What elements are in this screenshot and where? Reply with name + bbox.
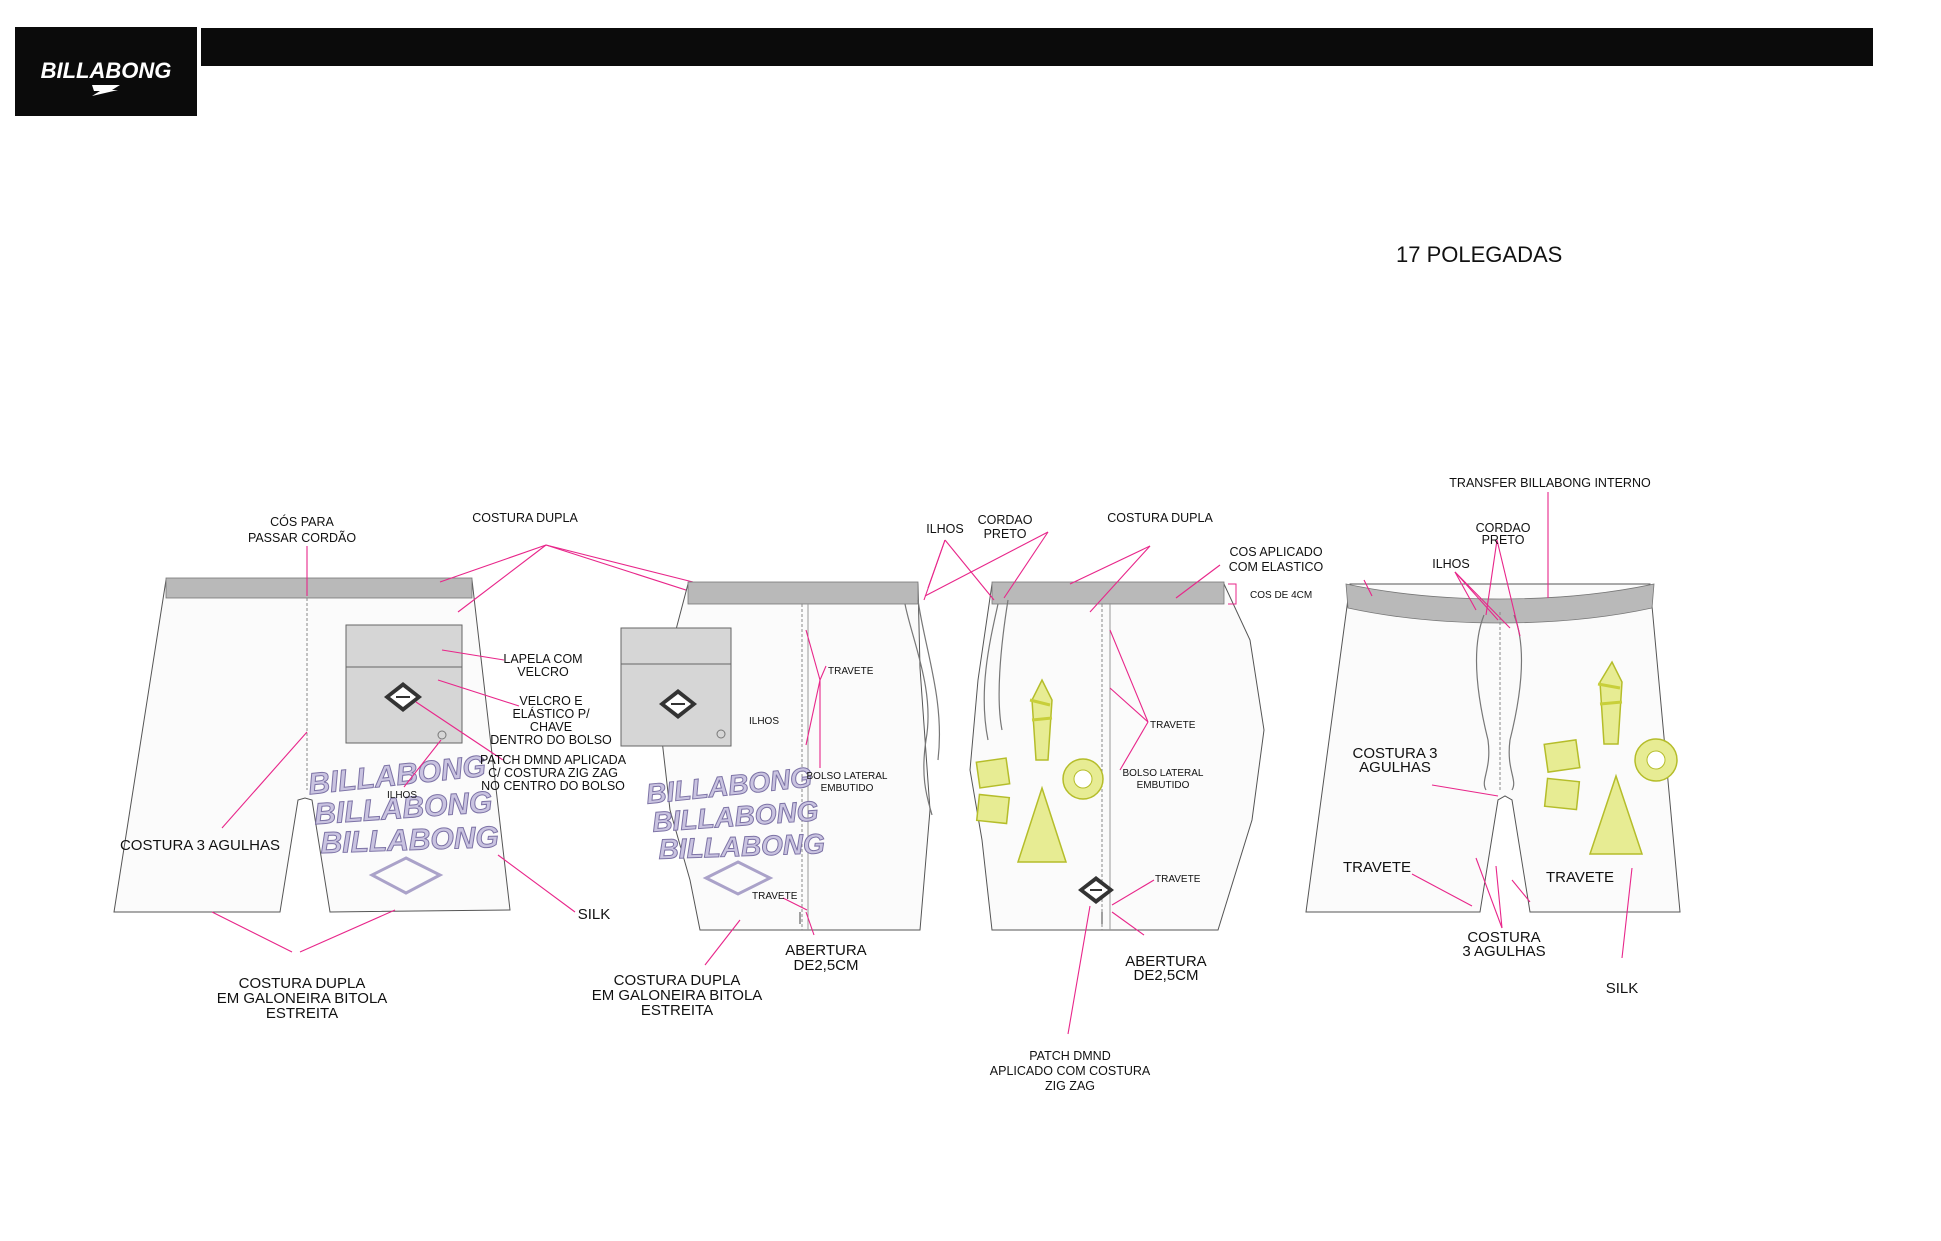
- label-patch-side-1: PATCH DMND: [1029, 1049, 1110, 1063]
- label-cordao-back-2: PRETO: [1482, 533, 1525, 547]
- svg-text:BILLABONG: BILLABONG: [658, 828, 825, 865]
- label-silk-front: SILK: [578, 906, 611, 923]
- label-ilhos-top: ILHOS: [926, 522, 964, 536]
- label-abertura-left-1: ABERTURA: [785, 942, 866, 959]
- label-cos-1: CÓS PARA: [270, 514, 334, 529]
- dmnd-patch-icon: [1078, 876, 1114, 904]
- side-view-right: [969, 581, 1265, 931]
- side-pocket: [620, 627, 732, 747]
- label-transfer: TRANSFER BILLABONG INTERNO: [1449, 476, 1651, 490]
- back-transfer-print: [1543, 660, 1678, 855]
- side-view-left: BILLABONG BILLABONG BILLABONG: [620, 581, 941, 931]
- label-costura3-back-1: COSTURA 3: [1352, 745, 1437, 762]
- label-patch-side-3: ZIG ZAG: [1045, 1079, 1095, 1093]
- side-transfer-print: [975, 678, 1104, 863]
- label-patch-front-1: PATCH DMND APLICADA: [480, 753, 627, 767]
- label-ilhos-front: ILHOS: [387, 790, 417, 801]
- label-costura-3-agulhas-front: COSTURA 3 AGULHAS: [120, 837, 280, 854]
- label-hem-front-3: ESTREITA: [266, 1005, 338, 1022]
- label-bolso-right-1: BOLSO LATERAL: [1123, 768, 1204, 779]
- label-cordao-2: PRETO: [984, 527, 1027, 541]
- label-travete-side-right: TRAVETE: [1150, 720, 1196, 731]
- label-patch-front-2: C/ COSTURA ZIG ZAG: [488, 766, 618, 780]
- front-labels: CÓS PARA PASSAR CORDÃO COSTURA DUPLA LAP…: [120, 511, 627, 1022]
- brand-wordmark: BILLABONG: [41, 58, 172, 83]
- label-velcro-4: DENTRO DO BOLSO: [490, 733, 612, 747]
- label-hem-side-2: EM GALONEIRA BITOLA: [592, 987, 763, 1004]
- side-right-labels: ILHOS CORDAO PRETO COSTURA DUPLA COS APL…: [926, 511, 1323, 1093]
- label-travete-bottom-left: TRAVETE: [752, 891, 798, 902]
- back-leaders: [1363, 492, 1633, 959]
- label-hem-side-3: ESTREITA: [641, 1002, 713, 1019]
- label-velcro-3: CHAVE: [530, 720, 572, 734]
- side-right-leaders: [923, 531, 1221, 1035]
- side-silk-print: BILLABONG BILLABONG BILLABONG: [644, 761, 826, 896]
- label-patch-front-3: NO CENTRO DO BOLSO: [481, 779, 625, 793]
- dmnd-patch-icon: [659, 689, 697, 719]
- label-hem-front-2: EM GALONEIRA BITOLA: [217, 990, 388, 1007]
- label-velcro-1: VELCRO E: [519, 694, 582, 708]
- label-cos-aplicado-1: COS APLICADO: [1229, 545, 1322, 559]
- front-view: BILLABONG BILLABONG BILLABONG: [113, 577, 511, 913]
- label-silk-back: SILK: [1606, 980, 1639, 997]
- dmnd-patch-icon: [384, 682, 422, 712]
- label-lapela-1: LAPELA COM: [503, 652, 582, 666]
- front-leaders: [211, 544, 749, 953]
- header-bar: [201, 28, 1873, 66]
- label-velcro-2: ELÁSTICO P/: [512, 706, 590, 721]
- label-costura-dupla-side: COSTURA DUPLA: [1107, 511, 1213, 525]
- svg-text:BILLABONG: BILLABONG: [320, 821, 499, 860]
- label-lapela-2: VELCRO: [517, 665, 569, 679]
- label-travete-side-left: TRAVETE: [828, 666, 874, 677]
- label-cos-aplicado-2: COM ELASTICO: [1229, 560, 1324, 574]
- label-costura3-back-2: AGULHAS: [1359, 759, 1431, 776]
- label-abertura-right-2: DE2,5CM: [1133, 967, 1198, 984]
- label-patch-side-2: APLICADO COM COSTURA: [990, 1064, 1151, 1078]
- label-hem-side-1: COSTURA DUPLA: [614, 972, 741, 989]
- label-bolso-left-2: EMBUTIDO: [821, 783, 874, 794]
- label-abertura-right-1: ABERTURA: [1125, 953, 1206, 970]
- size-title: 17 POLEGADAS: [1396, 242, 1562, 267]
- label-abertura-left-2: DE2,5CM: [793, 957, 858, 974]
- label-bolso-right-2: EMBUTIDO: [1137, 780, 1190, 791]
- label-costura-back-2: 3 AGULHAS: [1462, 943, 1545, 960]
- label-bolso-left-1: BOLSO LATERAL: [807, 771, 888, 782]
- back-view: [1305, 583, 1681, 913]
- brand-logo-box: [15, 27, 197, 116]
- label-ilhos-back: ILHOS: [1432, 557, 1470, 571]
- label-cos-2: PASSAR CORDÃO: [248, 531, 356, 545]
- label-travete-back-right: TRAVETE: [1546, 869, 1614, 886]
- label-hem-front-1: COSTURA DUPLA: [239, 975, 366, 992]
- label-costura-back-1: COSTURA: [1467, 929, 1540, 946]
- side-left-labels: ILHOS TRAVETE BOLSO LATERAL EMBUTIDO TRA…: [592, 666, 888, 1019]
- billabong-logo-icon: BILLABONG: [41, 58, 172, 96]
- label-travete-back-left: TRAVETE: [1343, 859, 1411, 876]
- label-travete-bottom-right: TRAVETE: [1155, 874, 1201, 885]
- label-cordao-1: CORDAO: [978, 513, 1033, 527]
- side-left-leaders: [704, 629, 827, 966]
- back-labels: TRANSFER BILLABONG INTERNO CORDAO PRETO …: [1343, 476, 1651, 997]
- label-cos-4cm: COS DE 4CM: [1250, 590, 1312, 601]
- label-cordao-back-1: CORDAO: [1476, 521, 1531, 535]
- label-ilhos-small: ILHOS: [749, 716, 779, 727]
- label-costura-dupla-front: COSTURA DUPLA: [472, 511, 578, 525]
